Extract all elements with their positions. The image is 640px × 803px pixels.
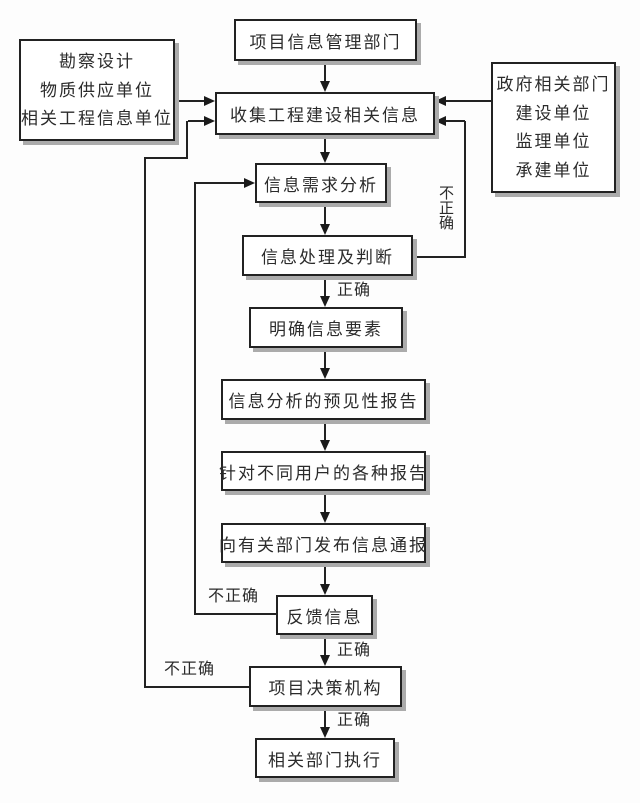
edge-label-correct-judge: 正确 (337, 282, 372, 299)
arrowhead (435, 96, 446, 106)
node-sources-left: 勘察设计 物质供应单位 相关工程信息单位 (19, 39, 175, 141)
arrowhead (320, 727, 330, 738)
node-sources-left-line1: 勘察设计 (59, 51, 135, 71)
connector-feedback-loop-h1 (194, 613, 278, 615)
connector-userreports-to-notify (324, 491, 326, 513)
node-collect: 收集工程建设相关信息 (215, 92, 435, 135)
arrowhead (320, 152, 330, 163)
connector-predictive-to-userreports (324, 420, 326, 441)
arrowhead (320, 368, 330, 379)
arrowhead (435, 116, 446, 126)
connector-demand-to-judge (324, 203, 326, 225)
connector-feedback-to-decision (324, 635, 326, 656)
arrowhead (204, 116, 215, 126)
connector-judge-feedback-h1 (413, 256, 466, 258)
node-sources-right-line2: 建设单位 (515, 103, 592, 123)
connector-rightsources-to-collect (446, 100, 491, 102)
node-sources-right-line1: 政府相关部门 (496, 74, 611, 94)
node-sources-left-line2: 物质供应单位 (40, 80, 154, 100)
node-process-judge: 信息处理及判断 (242, 235, 413, 276)
node-sources-right-line3: 监理单位 (515, 132, 592, 152)
node-execute: 相关部门执行 (255, 738, 395, 778)
arrowhead (204, 96, 215, 106)
arrowhead (244, 178, 255, 188)
connector-judge-feedback-h2 (446, 120, 465, 122)
edge-label-incorrect-judge: 不正确 (437, 185, 453, 230)
edge-label-correct-decision: 正确 (337, 712, 372, 729)
node-demand-analysis: 信息需求分析 (255, 163, 387, 203)
node-clarify-elements: 明确信息要素 (249, 307, 403, 348)
connector-decision-feedback-v2 (186, 121, 188, 159)
connector-collect-to-demand (324, 135, 326, 153)
arrowhead (320, 224, 330, 235)
arrowhead (320, 81, 330, 92)
edge-label-incorrect-decision: 不正确 (164, 661, 216, 678)
node-sources-right-line4: 承建单位 (515, 161, 592, 181)
arrowhead (320, 655, 330, 666)
node-project-info-dept: 项目信息管理部门 (234, 19, 417, 61)
connector-decision-feedback-h1 (144, 686, 250, 688)
connector-decision-feedback-h3 (188, 120, 205, 122)
connector-feedback-loop-v (194, 182, 196, 615)
node-sources-right: 政府相关部门 建设单位 监理单位 承建单位 (491, 62, 616, 193)
node-user-reports: 针对不同用户的各种报告 (219, 451, 426, 491)
connector-feedback-loop-h2 (196, 182, 245, 184)
connector-decision-feedback-h2 (144, 157, 188, 159)
edge-label-incorrect-feedback: 不正确 (208, 588, 260, 605)
connector-leftsources-to-collect (175, 100, 205, 102)
arrowhead (320, 296, 330, 307)
connector-decision-feedback-v1 (144, 157, 146, 688)
connector-decision-to-execute (324, 707, 326, 728)
connector-notify-to-feedback (324, 563, 326, 585)
node-decision-body: 项目决策机构 (249, 666, 402, 707)
arrowhead (320, 440, 330, 451)
edge-label-correct-feedback: 正确 (337, 642, 372, 659)
node-notify-depts: 向有关部门发布信息通报 (219, 523, 426, 563)
node-predictive-report: 信息分析的预见性报告 (221, 379, 426, 420)
connector-judge-to-clarify (324, 276, 326, 297)
connector-judge-feedback-v (464, 121, 466, 258)
connector-top-to-collect (324, 61, 326, 82)
arrowhead (320, 584, 330, 595)
arrowhead (320, 512, 330, 523)
connector-clarify-to-predictive (324, 348, 326, 369)
node-sources-left-line3: 相关工程信息单位 (21, 109, 173, 129)
node-feedback: 反馈信息 (276, 595, 373, 635)
